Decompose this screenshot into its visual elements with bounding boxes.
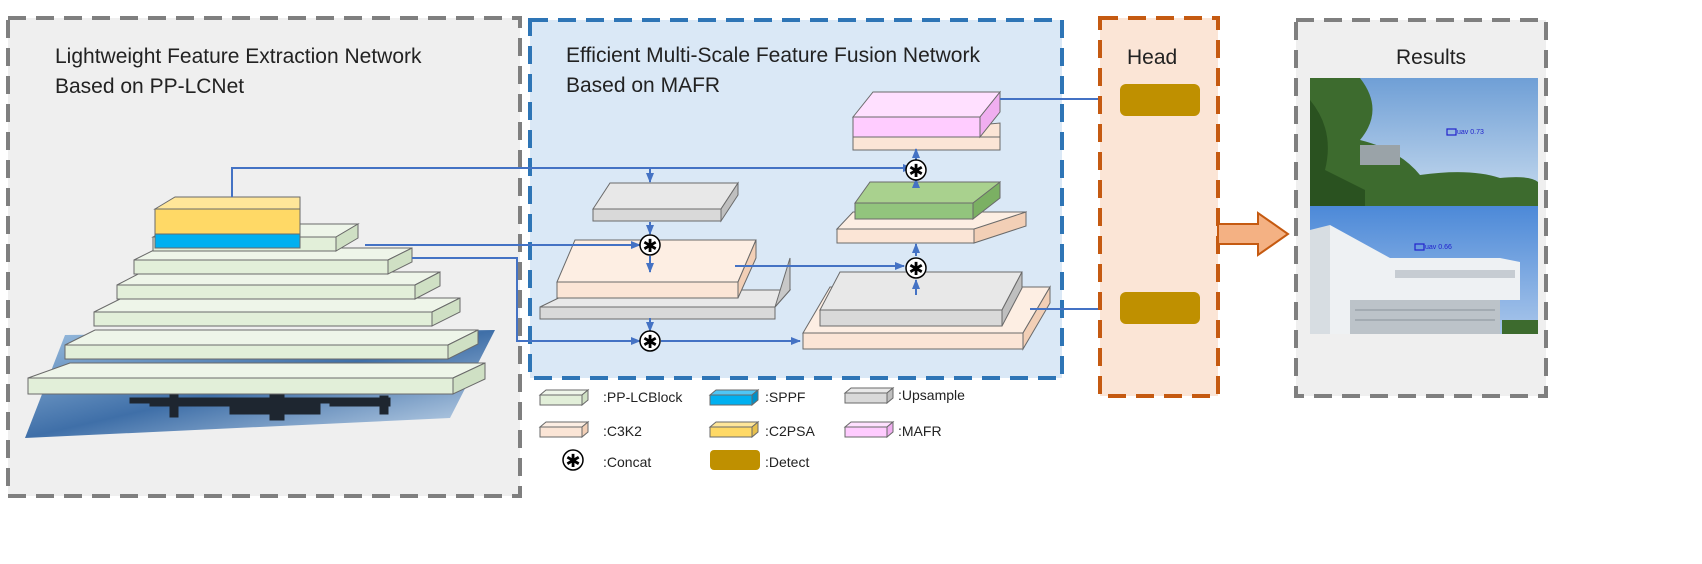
upsample-block	[592, 181, 739, 223]
legend-item-detect: :Detect	[710, 450, 809, 470]
fusion-panel: Efficient Multi-Scale Feature Fusion Net…	[231, 18, 1119, 380]
concat-glyph: ✱	[642, 332, 657, 353]
concat-node: ✱	[639, 234, 661, 257]
detection-box	[1414, 243, 1425, 251]
upsample-block	[819, 271, 1023, 327]
concat-node: ✱	[639, 330, 661, 353]
concat-node: ✱	[905, 257, 927, 280]
c2psa-block	[153, 196, 301, 235]
result-image-1: uav 0.73	[1310, 78, 1538, 206]
legend-item-mafr: :MAFR	[843, 420, 942, 439]
c3k2-block	[835, 211, 1028, 244]
extraction-title-line1: Lightweight Feature Extraction Network	[55, 45, 422, 68]
concat-glyph: ✱	[642, 236, 657, 257]
legend-item-concat: ✱ :Concat	[562, 449, 651, 472]
sppf-block	[154, 233, 301, 249]
fusion-arrows	[231, 95, 1119, 345]
detection-label: uav 0.66	[1425, 244, 1452, 251]
legend-item-upsample: :Upsample	[843, 386, 965, 405]
mafr-block	[851, 90, 1002, 139]
results-arrow	[1217, 211, 1290, 257]
concat-glyph: ✱	[908, 161, 923, 182]
pp-lcblock-layer	[64, 329, 479, 360]
pp-lcblock-layer	[27, 362, 486, 395]
concat-glyph: ✱	[908, 259, 923, 280]
legend-label: :PP-LCBlock	[603, 389, 683, 405]
c3k2-block	[556, 239, 757, 299]
legend-label: :Concat	[603, 454, 651, 470]
legend-label: :MAFR	[898, 423, 942, 439]
extraction-title-line2: Based on PP-LCNet	[55, 75, 244, 98]
result-image-2: uav 0.66	[1310, 206, 1538, 334]
pp-lcblock-layer	[133, 247, 413, 275]
fusion-title-line1: Efficient Multi-Scale Feature Fusion Net…	[566, 44, 980, 67]
fusion-title-line2: Based on MAFR	[566, 74, 720, 97]
results-panel: Results uav 0.73 uav 0.66	[1294, 18, 1548, 398]
concat-node: ✱	[905, 159, 927, 182]
legend-label: :C3K2	[603, 423, 642, 439]
concat-glyph: ✱	[565, 451, 580, 472]
pp-lcblock-layer	[93, 297, 461, 327]
results-title: Results	[1396, 46, 1466, 69]
legend-label: :Detect	[765, 454, 809, 470]
pp-lcblock-layer	[116, 271, 441, 300]
legend: :PP-LCBlock :SPPF :Upsample :C3K2 :C2PSA	[538, 386, 965, 472]
head-title: Head	[1127, 46, 1177, 69]
legend-label: :Upsample	[898, 387, 965, 403]
backbone-pyramid	[27, 196, 486, 395]
head-panel: Head	[1098, 16, 1220, 398]
legend-label: :SPPF	[765, 389, 805, 405]
detect-block	[1120, 84, 1200, 116]
green-block	[854, 180, 1001, 221]
legend-item-sppf: :SPPF	[708, 388, 805, 407]
detection-label: uav 0.73	[1457, 129, 1484, 136]
legend-label: :C2PSA	[765, 423, 815, 439]
detect-block	[1120, 292, 1200, 324]
legend-item-pp-lcblock: :PP-LCBlock	[538, 388, 683, 407]
legend-item-c3k2: :C3K2	[538, 420, 642, 439]
detection-box	[1446, 128, 1457, 136]
legend-item-c2psa: :C2PSA	[708, 420, 815, 439]
